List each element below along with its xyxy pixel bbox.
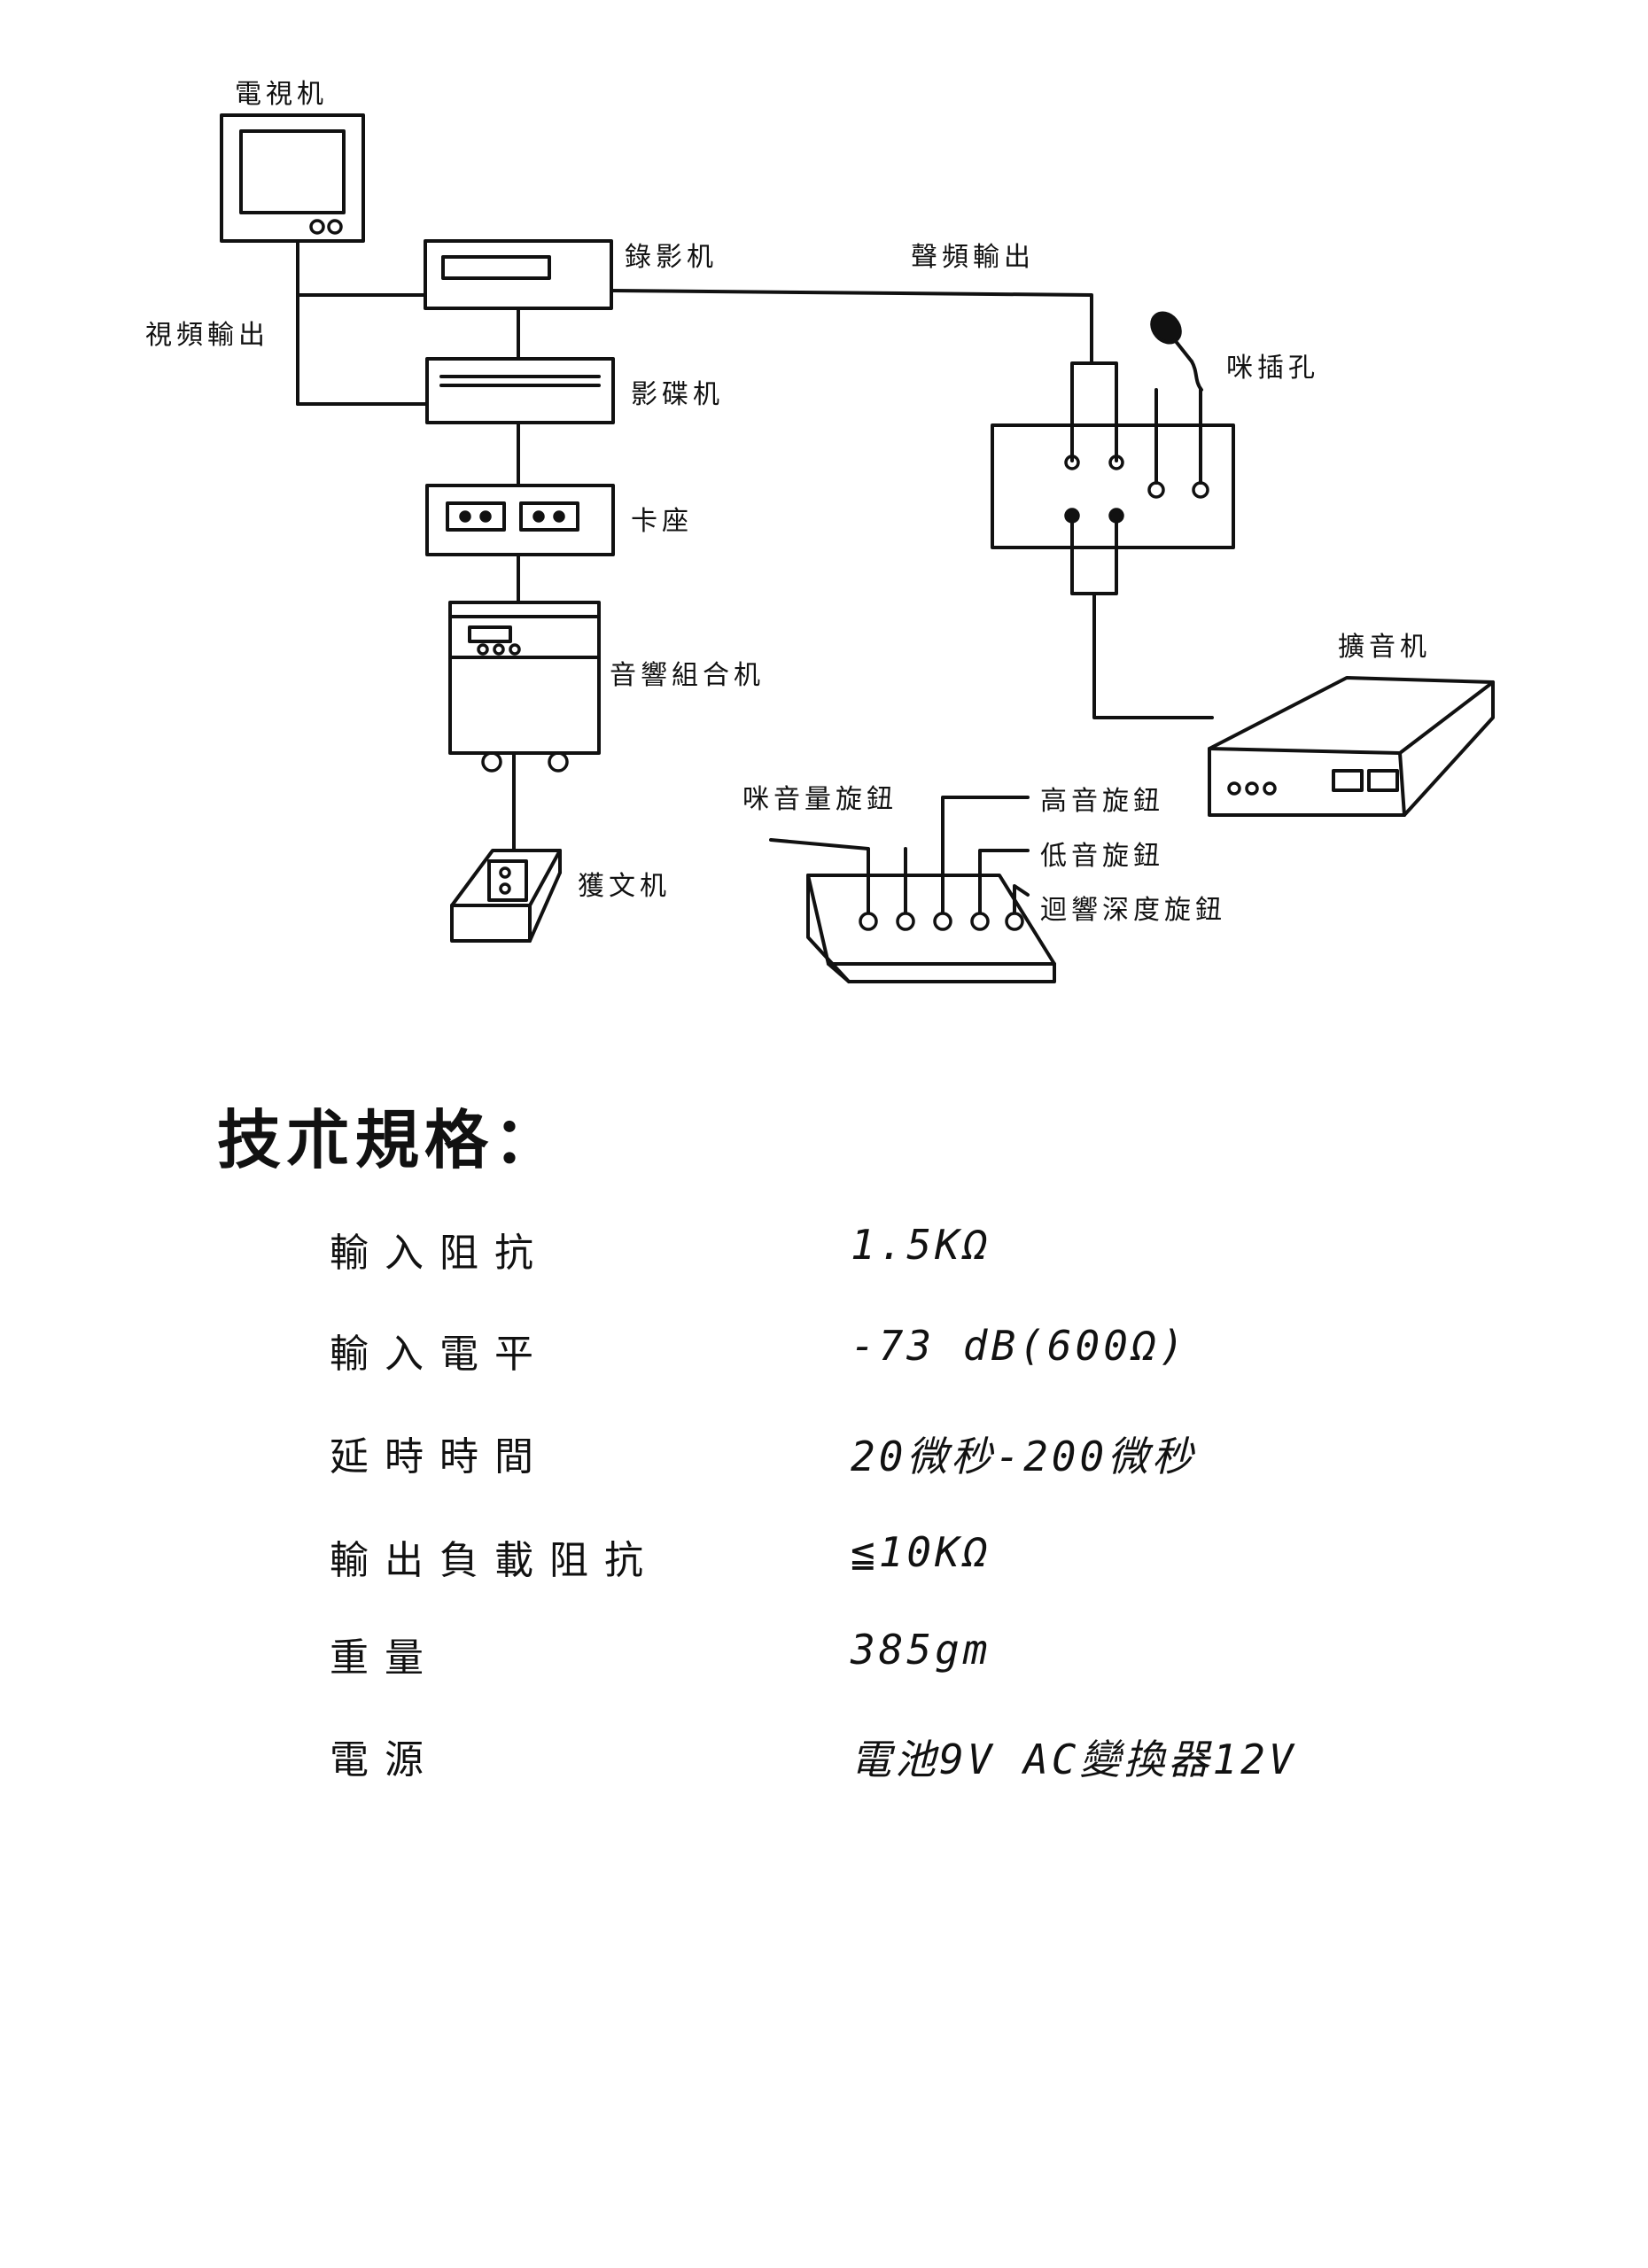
specs-title: 技朮規格： [217, 1103, 564, 1177]
treble-knob-label: 高音旋鈕 [1040, 786, 1164, 817]
spec-row: 輸入電平 -73 dB(600Ω) [0, 1322, 1648, 1384]
video-out-wiring [296, 239, 427, 406]
hifi-label: 音響組合机 [610, 660, 765, 691]
fax-label: 獲文机 [578, 871, 671, 902]
vcr-unit [424, 239, 613, 310]
amplifier-label: 擴音机 [1338, 632, 1431, 663]
spec-label: 重量 [330, 1635, 439, 1681]
fax-machine [450, 849, 562, 943]
connection-diagram: 電視机 錄影机 視頻輸出 影碟机 卡座 [145, 79, 1495, 983]
spec-value: ≦10KΩ [851, 1528, 991, 1576]
tv-label: 電視机 [235, 79, 328, 110]
ld-player-unit [425, 357, 615, 424]
spec-label: 輸入電平 [330, 1332, 549, 1377]
spec-row: 輸入阻抗 1.5KΩ [0, 1221, 1648, 1283]
cassette-deck [425, 484, 615, 556]
tv-set [220, 113, 365, 243]
spec-value: 1.5KΩ [851, 1221, 991, 1269]
video-out-label: 視頻輸出 [145, 320, 269, 351]
spec-value: -73 dB(600Ω) [851, 1322, 1188, 1370]
spec-label: 電源 [330, 1737, 439, 1783]
spec-row: 輸出負載阻抗 ≦10KΩ [0, 1528, 1648, 1590]
ld-player-label: 影碟机 [631, 379, 724, 410]
audio-out-label: 聲頻輸出 [911, 242, 1035, 273]
mic-jack-label: 咪插孔 [1226, 353, 1319, 384]
spec-value: 20微秒-200微秒 [851, 1433, 1197, 1480]
echo-depth-knob-label: 迴響深度旋鈕 [1040, 895, 1226, 926]
cassette-label: 卡座 [631, 506, 693, 537]
spec-value: 385gm [851, 1626, 991, 1674]
spec-label: 輸出負載阻抗 [330, 1538, 659, 1583]
spec-value: 電池9V AC變換器12V [851, 1736, 1297, 1783]
echo-amp-link [1092, 592, 1214, 719]
echo-unit [991, 361, 1235, 595]
spec-label: 輸入阻抗 [330, 1231, 549, 1276]
hifi-system [448, 601, 601, 773]
control-panel [769, 796, 1056, 983]
spec-row: 延時時間 20微秒-200微秒 [0, 1425, 1648, 1487]
amplifier [1208, 676, 1495, 817]
vcr-label: 錄影机 [625, 242, 718, 273]
spec-label: 延時時間 [330, 1434, 549, 1480]
spec-row: 電源 電池9V AC變換器12V [0, 1728, 1648, 1790]
audio-out-wiring [610, 289, 1093, 365]
microphone-icon [1150, 311, 1203, 392]
bass-knob-label: 低音旋鈕 [1040, 841, 1164, 872]
spec-row: 重量 385gm [0, 1626, 1648, 1688]
mic-volume-knob-label: 咪音量旋鈕 [742, 784, 898, 815]
